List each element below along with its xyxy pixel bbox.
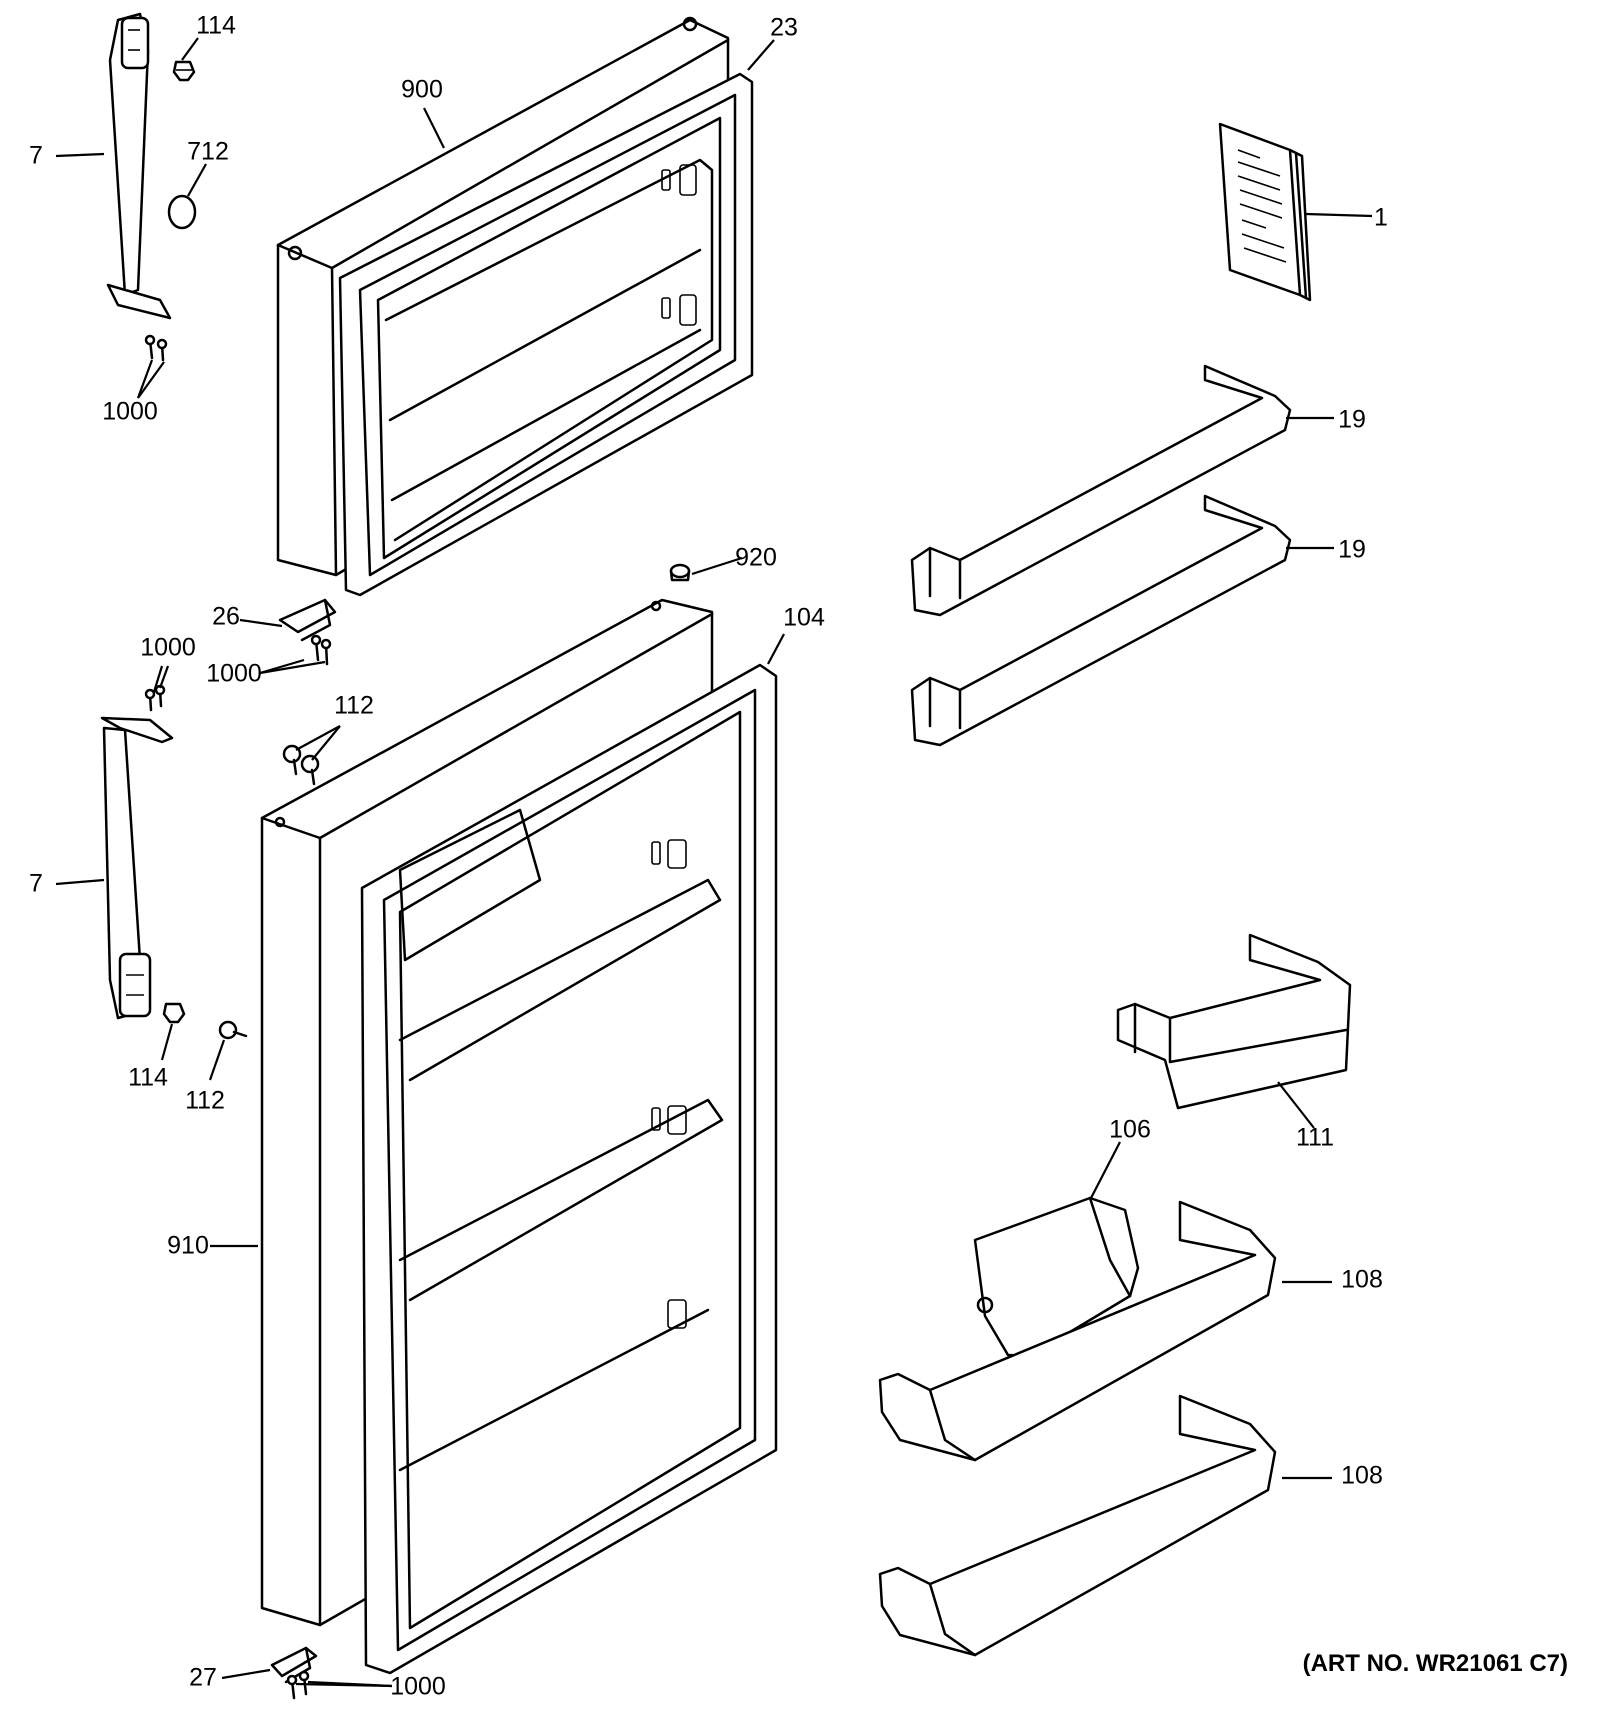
lower-plug-drawing: [162, 1002, 186, 1024]
egg-tray-drawing: [973, 1196, 1140, 1358]
plug-button-drawing: [669, 563, 691, 582]
label-handle-upper: 7: [29, 141, 43, 170]
label-screws-upper-handle: 1000: [102, 397, 158, 426]
label-screws-bottom-hinge: 1000: [390, 1672, 446, 1701]
leader-lines: [55, 37, 1373, 1688]
label-freezer-gasket: 23: [770, 13, 798, 42]
lower-shoulder-screw-drawing: [218, 1020, 248, 1040]
nameplate-ring-drawing: [167, 194, 197, 230]
label-dairy-bin: 111: [1295, 1123, 1335, 1152]
upper-handle-screws-drawing: [144, 334, 168, 362]
label-door-bin-b: 108: [1341, 1461, 1383, 1490]
label-bottom-hinge: 27: [189, 1663, 217, 1692]
label-plug-upper: 114: [196, 11, 236, 40]
label-screws-center-hinge: 1000: [206, 659, 262, 688]
fresh-food-door-drawing: [260, 598, 778, 1675]
dairy-bin-drawing: [1116, 933, 1352, 1110]
label-plug-button: 920: [735, 543, 777, 572]
art-number: (ART NO. WR21061 C7): [1302, 1650, 1568, 1677]
label-center-hinge: 26: [212, 602, 240, 631]
owners-manual-drawing: [1218, 122, 1312, 302]
label-egg-tray: 106: [1109, 1115, 1151, 1144]
lower-handle-drawing: [100, 716, 174, 1020]
label-nameplate-ring: 712: [187, 137, 229, 166]
label-owners-manual: 1: [1374, 203, 1388, 232]
label-freezer-door: 900: [401, 75, 443, 104]
label-shoulder-screw-lower: 112: [185, 1086, 225, 1115]
label-handle-lower: 7: [29, 869, 43, 898]
center-hinge-drawing: [278, 598, 337, 666]
upper-handle-drawing: [106, 12, 172, 320]
bottom-hinge-drawing: [270, 1646, 318, 1700]
label-fresh-food-door: 910: [167, 1231, 209, 1260]
door-bins-drawing: [878, 1200, 1277, 1657]
label-shoulder-screws-upper: 112: [334, 691, 374, 720]
freezer-bins-drawing: [910, 364, 1292, 747]
upper-shoulder-screws-drawing: [282, 744, 320, 786]
freezer-door-drawing: [276, 16, 754, 597]
label-freezer-bin-a: 19: [1338, 405, 1366, 434]
label-door-bin-a: 108: [1341, 1265, 1383, 1294]
upper-plug-drawing: [172, 60, 196, 82]
label-freezer-bin-b: 19: [1338, 535, 1366, 564]
label-screws-lower-handle: 1000: [140, 633, 196, 662]
label-fresh-food-gasket: 104: [783, 603, 825, 632]
label-plug-lower: 114: [128, 1063, 168, 1092]
